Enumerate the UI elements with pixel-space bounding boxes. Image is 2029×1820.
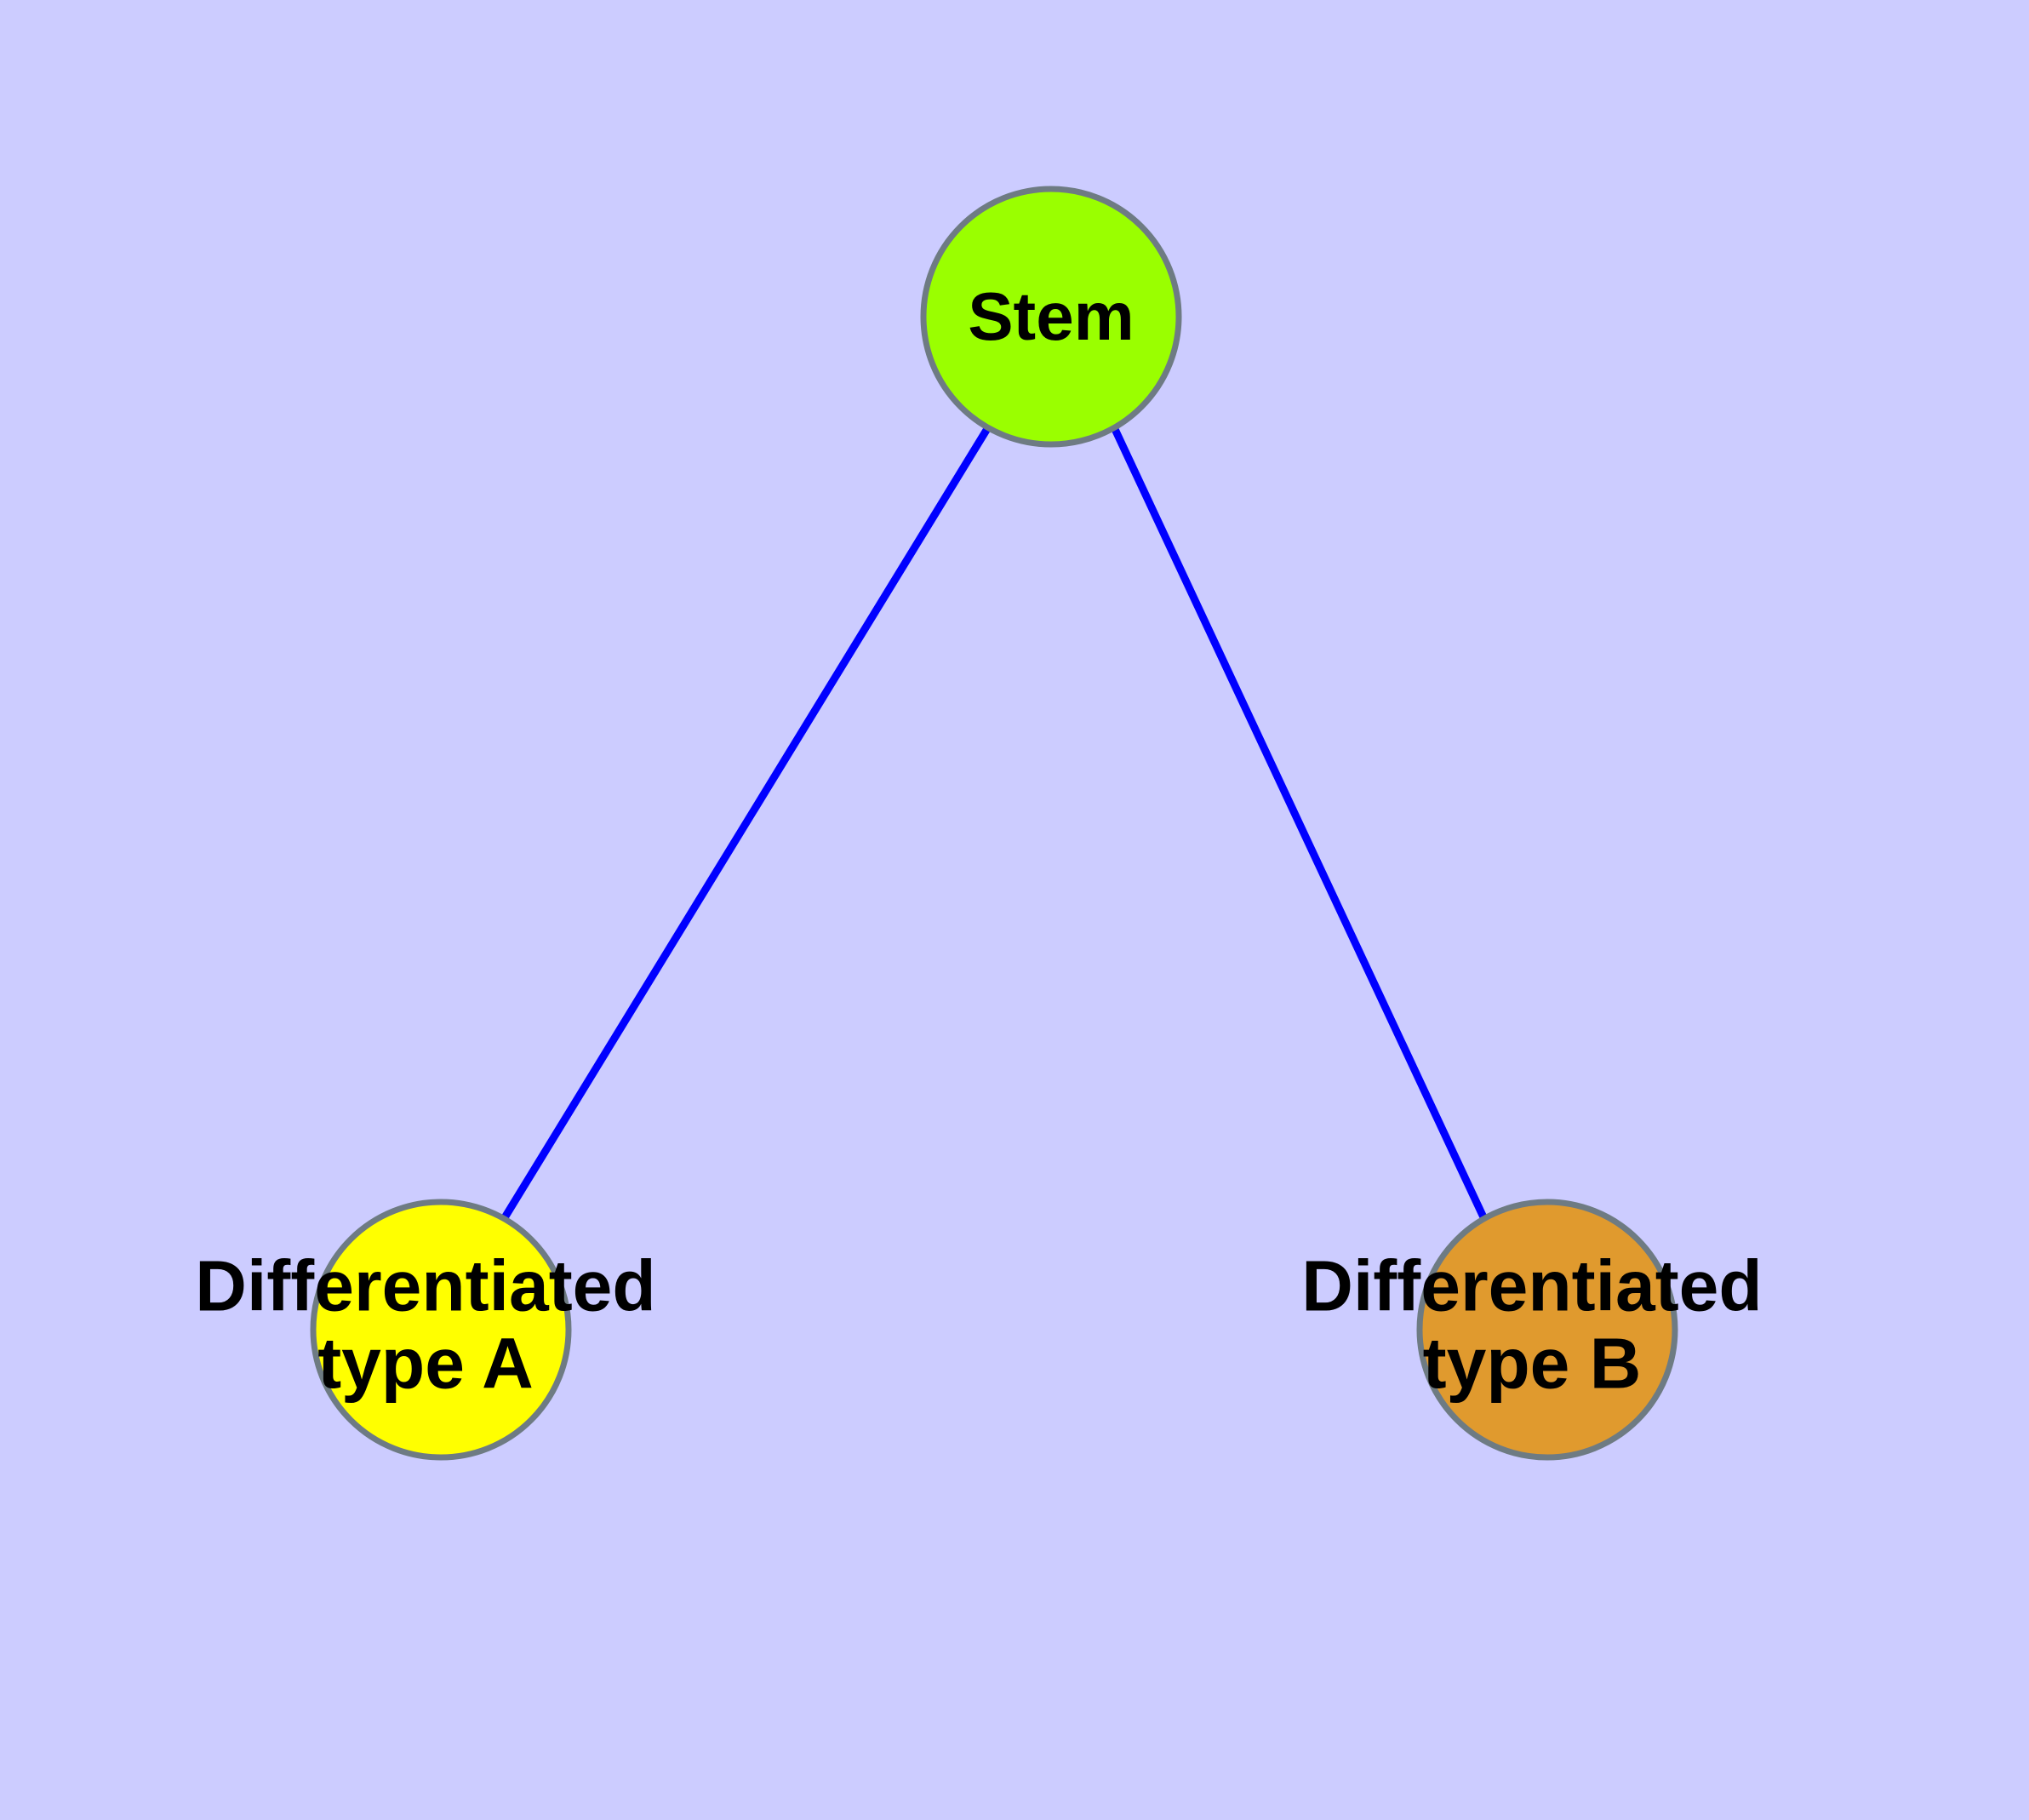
nodes-group: [310, 186, 1678, 1461]
edge-stem-to-differentiated-type-a[interactable]: [500, 425, 992, 1222]
node-stem[interactable]: [920, 186, 1182, 448]
edge-stem-to-differentiated-type-b[interactable]: [1110, 426, 1489, 1221]
node-differentiated-type-a[interactable]: [310, 1199, 572, 1461]
node-differentiated-type-b[interactable]: [1416, 1199, 1678, 1461]
edges-group: [500, 425, 1489, 1222]
